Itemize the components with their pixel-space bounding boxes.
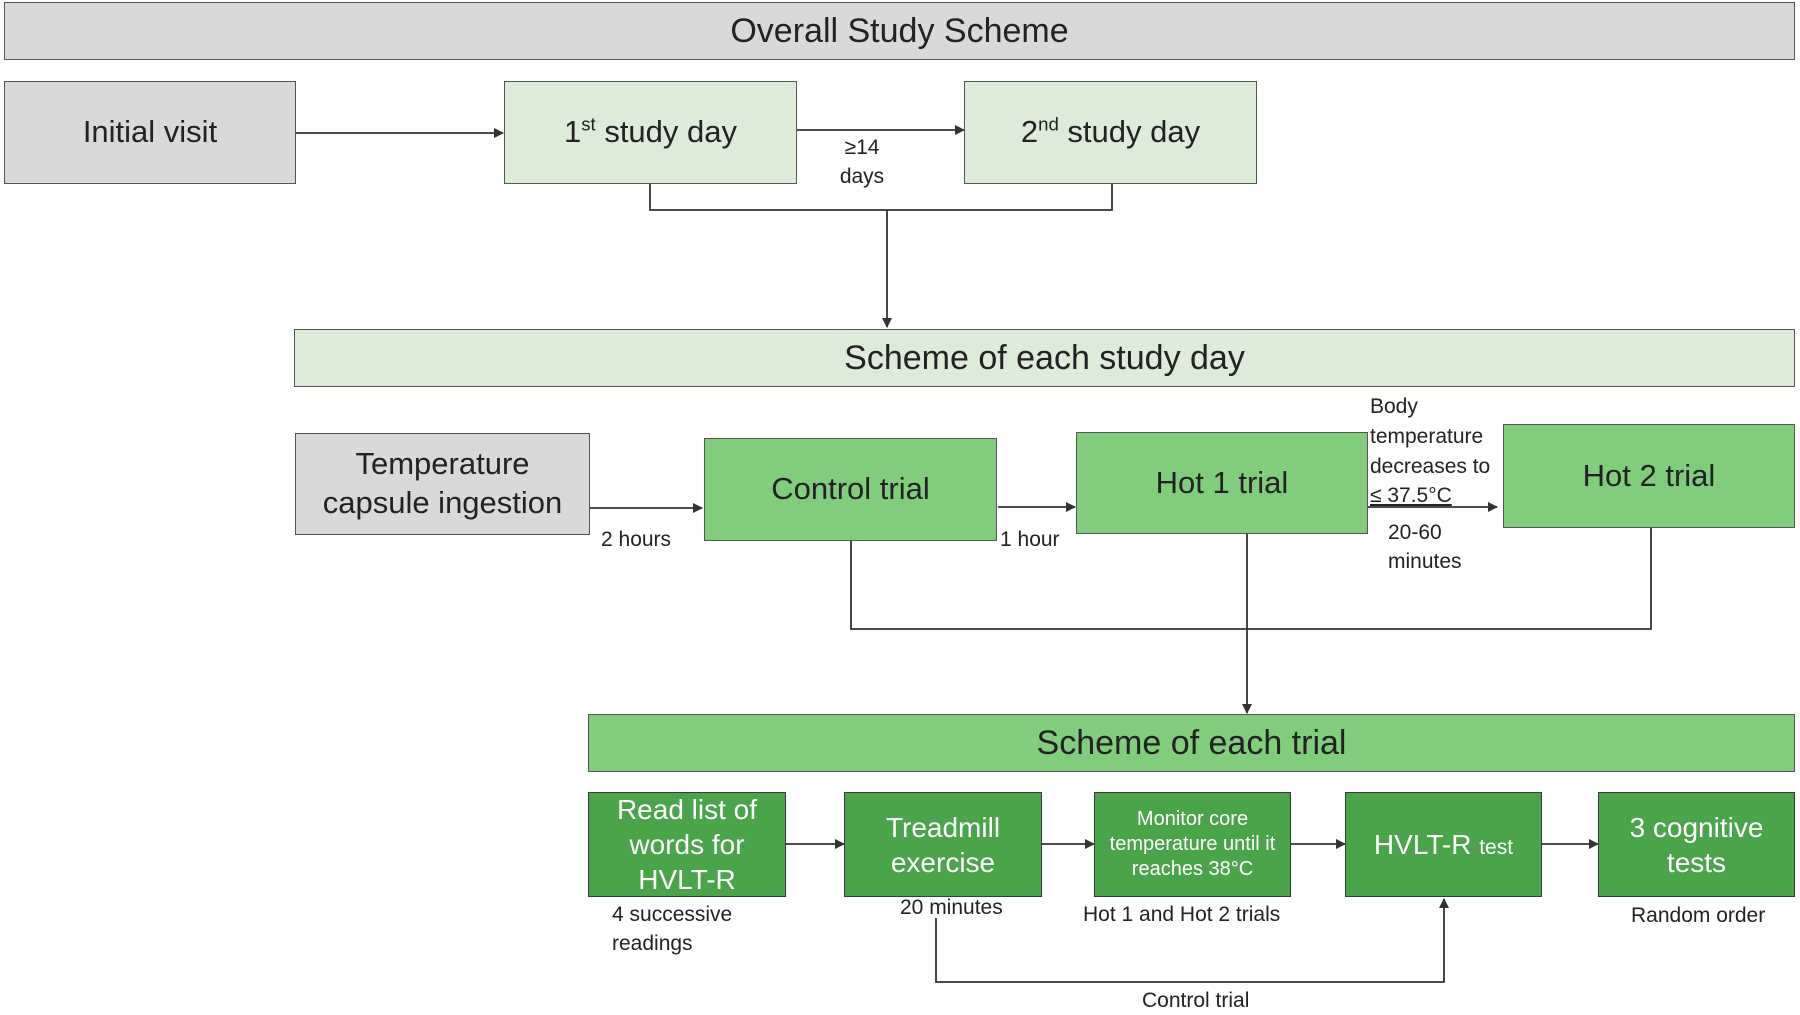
- overall-study-scheme-header: Overall Study Scheme: [4, 2, 1795, 60]
- hot1-trial-label: Hot 1 trial: [1155, 464, 1289, 500]
- gap-unit: days: [839, 165, 885, 189]
- treadmill-label: Treadmill exercise: [885, 811, 1001, 878]
- treadmill-exercise-box: Treadmill exercise: [844, 792, 1042, 897]
- hot1-trial-box: Hot 1 trial: [1076, 432, 1368, 534]
- hvlt-r-test-box: HVLT-R test: [1345, 792, 1542, 897]
- monitor-core-temperature-box: Monitor core temperature until it reache…: [1094, 792, 1291, 897]
- day-header-text: Scheme of each study day: [844, 338, 1245, 377]
- treadmill-duration-note: 20 minutes: [900, 896, 1003, 919]
- cognitive-order-note: Random order: [1631, 904, 1766, 927]
- initial-visit-label: Initial visit: [82, 114, 218, 150]
- overall-header-text: Overall Study Scheme: [730, 11, 1069, 50]
- study-day-scheme-header: Scheme of each study day: [294, 329, 1795, 387]
- control-trial-bypass: [935, 898, 1449, 983]
- cognitive-tests-box: 3 cognitive tests: [1598, 792, 1795, 897]
- cooldown-condition-label: Body temperature decreases to ≤ 37.5°C: [1370, 395, 1491, 508]
- wait-1-hour-label: 1 hour: [1000, 528, 1060, 551]
- read-list-label: Read list of words for HVLT-R: [616, 794, 758, 895]
- temperature-capsule-box: Temperature capsule ingestion: [295, 433, 590, 535]
- hvlt-label: HVLT-R test: [1373, 829, 1514, 860]
- control-trial-label: Control trial: [771, 471, 930, 507]
- cognitive-label: 3 cognitive tests: [1629, 811, 1764, 878]
- cooldown-duration-label: 20-60 minutes: [1388, 521, 1462, 574]
- first-study-day-box: 1st study day: [504, 81, 797, 184]
- read-list-note: 4 successive readings: [612, 903, 733, 956]
- read-list-box: Read list of words for HVLT-R: [588, 792, 786, 897]
- hot2-trial-box: Hot 2 trial: [1503, 424, 1795, 528]
- trial-header-text: Scheme of each trial: [1036, 723, 1347, 762]
- bracket-study-days: [649, 184, 1113, 211]
- hot2-trial-label: Hot 2 trial: [1582, 457, 1716, 493]
- first-study-day-label: 1st study day: [563, 113, 738, 150]
- capsule-label: Temperature capsule ingestion: [322, 446, 563, 520]
- control-trial-path-label: Control trial: [1142, 989, 1250, 1012]
- gap-value: ≥14: [844, 136, 880, 159]
- monitor-label: Monitor core temperature until it reache…: [1109, 808, 1276, 880]
- trial-scheme-header: Scheme of each trial: [588, 714, 1795, 772]
- initial-visit-box: Initial visit: [4, 81, 296, 184]
- second-study-day-box: 2nd study day: [964, 81, 1257, 184]
- bracket-trials: [850, 528, 1652, 630]
- wait-2-hours-label: 2 hours: [601, 528, 672, 551]
- monitor-applies-note: Hot 1 and Hot 2 trials: [1083, 903, 1281, 926]
- second-study-day-label: 2nd study day: [1020, 113, 1201, 150]
- study-day-gap-label: ≥14 days: [837, 133, 887, 192]
- control-trial-box: Control trial: [704, 438, 997, 541]
